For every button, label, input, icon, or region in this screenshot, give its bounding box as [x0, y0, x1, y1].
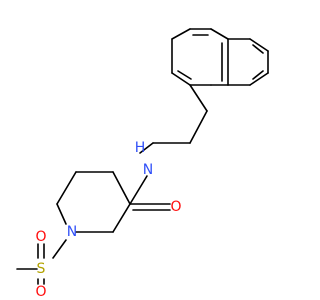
piperidine-nitrogen-label: N — [67, 224, 77, 240]
bond — [56, 203, 67, 225]
bond — [252, 44, 264, 54]
piperidine-ring — [56, 171, 131, 233]
bond — [249, 72, 269, 86]
molecule-canvas: N H O N S O O — [16, 28, 269, 300]
sulfur-label: S — [37, 261, 46, 277]
bond — [112, 171, 131, 205]
molecule-structure: N H O N S O O — [16, 28, 269, 300]
sulfonyl-oxygen-bottom-label: O — [35, 284, 46, 300]
bond — [189, 110, 208, 144]
bond — [112, 203, 131, 233]
bond — [171, 28, 191, 40]
bond — [177, 70, 192, 80]
bond — [252, 70, 264, 80]
amide-nitrogen-label: N — [143, 162, 153, 178]
amide-hydrogen-label: H — [135, 140, 146, 156]
bond — [249, 38, 269, 52]
bond — [139, 142, 154, 154]
methylsulfonyl-group — [16, 239, 67, 285]
sulfonyl-oxygen-top-label: O — [35, 229, 46, 245]
bond — [129, 175, 148, 205]
bond — [171, 72, 191, 86]
bond — [56, 171, 77, 205]
bond — [52, 239, 67, 259]
bond — [210, 28, 229, 40]
amide-group — [129, 175, 171, 211]
carbonyl-oxygen-label: O — [170, 199, 181, 215]
bond — [189, 84, 208, 112]
propyl-linker — [139, 84, 208, 154]
naphthalene-ring — [171, 28, 269, 86]
